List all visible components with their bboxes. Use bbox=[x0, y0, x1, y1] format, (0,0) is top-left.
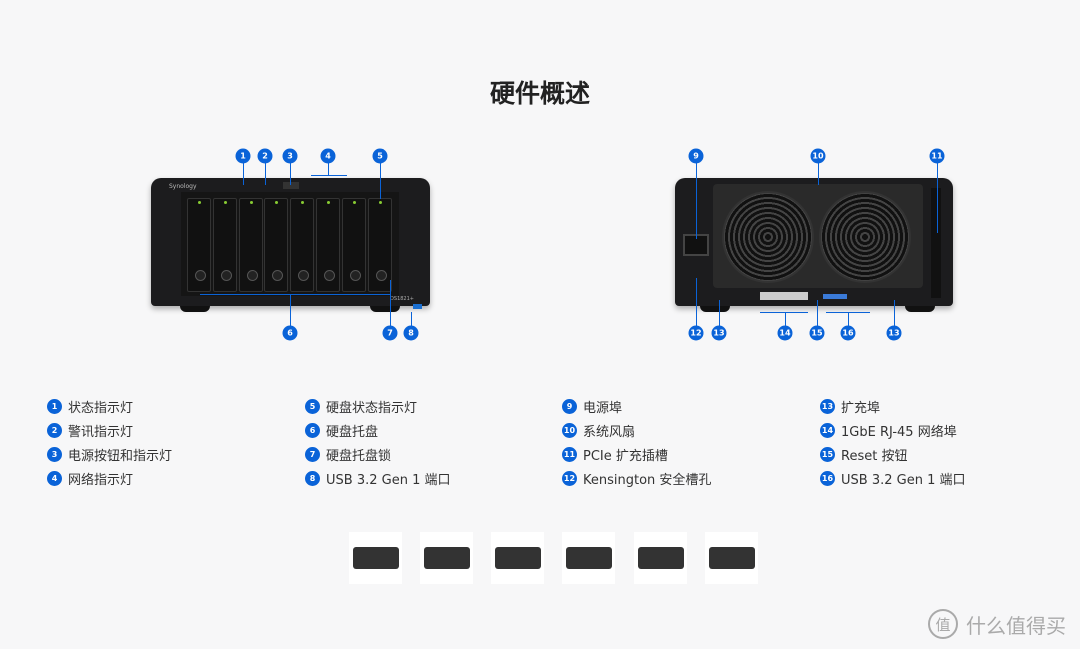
legend-label: PCIe 扩充插槽 bbox=[583, 449, 668, 464]
legend-label: Kensington 安全槽孔 bbox=[583, 473, 712, 488]
legend-label: 硬盘托盘 bbox=[326, 425, 379, 440]
callout-marker: 10 bbox=[810, 148, 826, 164]
brand-logo: Synology bbox=[169, 183, 197, 190]
legend-label: 1GbE RJ-45 网络埠 bbox=[841, 425, 957, 440]
legend-item: 5 硬盘状态指示灯 bbox=[305, 397, 417, 416]
legend-label: 硬盘状态指示灯 bbox=[326, 401, 418, 416]
legend-label: 扩充埠 bbox=[841, 401, 881, 416]
callout-marker: 8 bbox=[403, 325, 419, 341]
legend-label: 网络指示灯 bbox=[68, 473, 134, 488]
thumbnail-image bbox=[352, 547, 399, 569]
legend-item: 1 状态指示灯 bbox=[47, 397, 133, 416]
legend-marker: 7 bbox=[305, 447, 320, 462]
legend-item: 4 网络指示灯 bbox=[47, 469, 133, 488]
legend-label: 硬盘托盘锁 bbox=[326, 449, 392, 464]
legend-item: 9 电源埠 bbox=[562, 397, 622, 416]
legend-item: 13 扩充埠 bbox=[820, 397, 880, 416]
legend-label: 电源按钮和指示灯 bbox=[68, 449, 173, 464]
callout-marker: 13 bbox=[886, 325, 902, 341]
watermark: 值 什么值得买 bbox=[928, 609, 1066, 639]
legend-marker: 15 bbox=[820, 447, 835, 462]
legend-marker: 5 bbox=[305, 399, 320, 414]
model-label: DS1821+ bbox=[390, 296, 414, 302]
callout-marker: 12 bbox=[688, 325, 704, 341]
legend-label: 电源埠 bbox=[583, 401, 623, 416]
legend-marker: 16 bbox=[820, 471, 835, 486]
legend-label: 警讯指示灯 bbox=[68, 425, 134, 440]
legend-marker: 12 bbox=[562, 471, 577, 486]
thumbnail-front-view[interactable] bbox=[491, 532, 544, 584]
legend-item: 10 系统风扇 bbox=[562, 421, 635, 440]
callout-marker: 16 bbox=[840, 325, 856, 341]
callout-marker: 15 bbox=[809, 325, 825, 341]
thumbnail-image bbox=[565, 547, 612, 569]
legend-item: 7 硬盘托盘锁 bbox=[305, 445, 391, 464]
legend-item: 2 警讯指示灯 bbox=[47, 421, 133, 440]
watermark-text: 什么值得买 bbox=[966, 613, 1066, 638]
legend-label: 状态指示灯 bbox=[68, 401, 134, 416]
thumbnail-image bbox=[423, 547, 470, 569]
legend-marker: 1 bbox=[47, 399, 62, 414]
legend-marker: 13 bbox=[820, 399, 835, 414]
legend-item: 15 Reset 按钮 bbox=[820, 445, 907, 464]
legend-label: USB 3.2 Gen 1 端口 bbox=[841, 473, 966, 488]
thumbnail-front-angle[interactable] bbox=[349, 532, 402, 584]
callout-marker: 11 bbox=[929, 148, 945, 164]
thumbnail-side-angle[interactable] bbox=[420, 532, 473, 584]
legend-marker: 6 bbox=[305, 423, 320, 438]
legend-item: 16 USB 3.2 Gen 1 端口 bbox=[820, 469, 965, 488]
legend-item: 12 Kensington 安全槽孔 bbox=[562, 469, 711, 488]
legend-label: Reset 按钮 bbox=[841, 449, 908, 464]
callout-marker: 7 bbox=[382, 325, 398, 341]
legend-item: 3 电源按钮和指示灯 bbox=[47, 445, 172, 464]
page-title: 硬件概述 bbox=[489, 79, 590, 108]
legend-marker: 9 bbox=[562, 399, 577, 414]
thumbnail-image bbox=[637, 547, 684, 569]
callout-marker: 1 bbox=[235, 148, 251, 164]
callout-marker: 5 bbox=[372, 148, 388, 164]
legend-marker: 11 bbox=[562, 447, 577, 462]
callout-marker: 4 bbox=[320, 148, 336, 164]
callout-marker: 9 bbox=[688, 148, 704, 164]
thumbnail-angle-view[interactable] bbox=[705, 532, 758, 584]
legend-item: 11 PCIe 扩充插槽 bbox=[562, 445, 668, 464]
legend-marker: 4 bbox=[47, 471, 62, 486]
callout-marker: 14 bbox=[777, 325, 793, 341]
legend-marker: 2 bbox=[47, 423, 62, 438]
thumbnail-back-view[interactable] bbox=[562, 532, 615, 584]
legend-item: 14 1GbE RJ-45 网络埠 bbox=[820, 421, 957, 440]
callout-marker: 6 bbox=[282, 325, 298, 341]
legend-marker: 8 bbox=[305, 471, 320, 486]
legend-label: USB 3.2 Gen 1 端口 bbox=[326, 473, 451, 488]
thumbnail-image bbox=[708, 547, 755, 569]
callout-marker: 13 bbox=[711, 325, 727, 341]
nas-back-image bbox=[675, 178, 953, 306]
legend-marker: 14 bbox=[820, 423, 835, 438]
legend-item: 8 USB 3.2 Gen 1 端口 bbox=[305, 469, 450, 488]
watermark-logo-icon: 值 bbox=[928, 609, 958, 639]
legend-label: 系统风扇 bbox=[583, 425, 636, 440]
callout-marker: 2 bbox=[257, 148, 273, 164]
callout-marker: 3 bbox=[282, 148, 298, 164]
legend-marker: 10 bbox=[562, 423, 577, 438]
legend-marker: 3 bbox=[47, 447, 62, 462]
nas-front-image: Synology DS1821+ bbox=[151, 178, 430, 309]
legend-item: 6 硬盘托盘 bbox=[305, 421, 378, 440]
thumbnail-front-view-2[interactable] bbox=[634, 532, 687, 584]
thumbnail-image bbox=[494, 547, 541, 569]
